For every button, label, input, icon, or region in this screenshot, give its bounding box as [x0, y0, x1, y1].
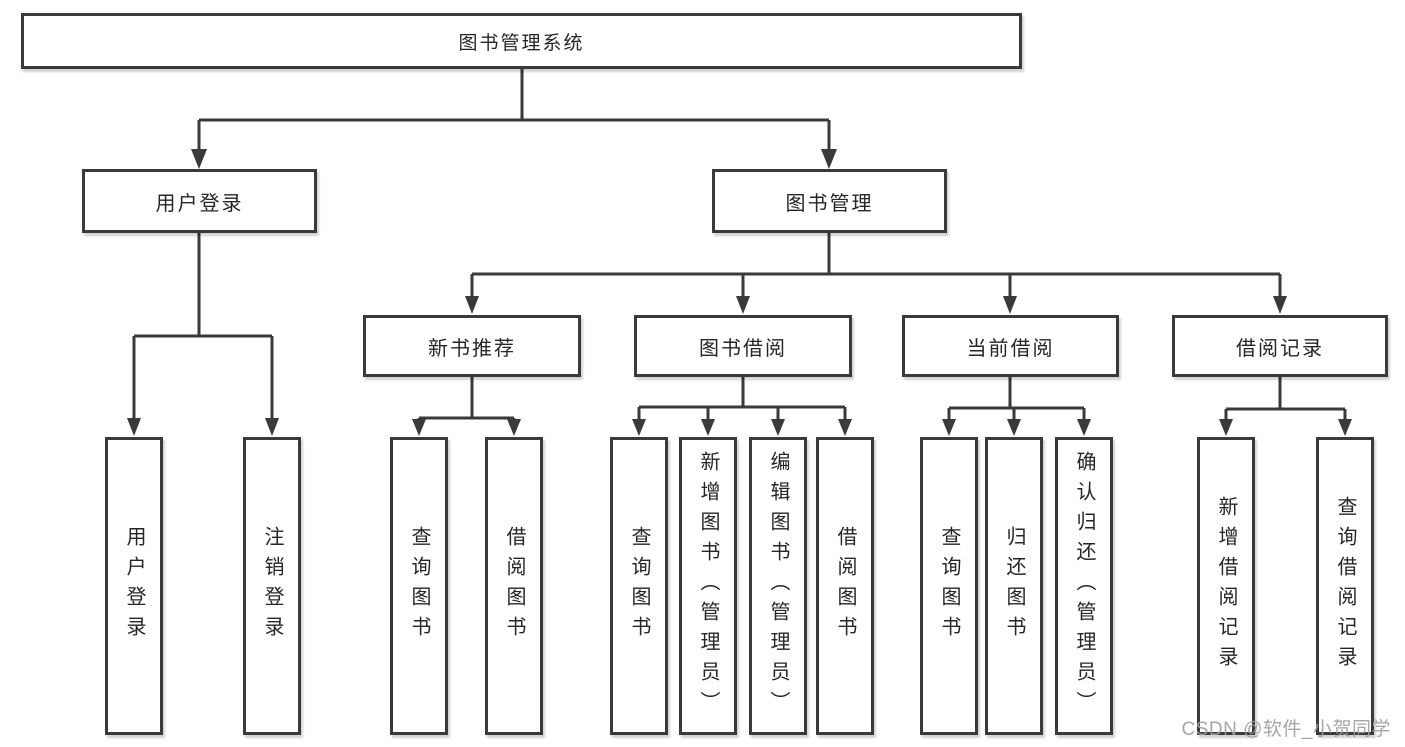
node-root: 图书管理系统	[21, 13, 1022, 69]
node-borrow-records: 借阅记录	[1172, 315, 1388, 377]
leaf-add-books-admin-label: 新增图书（管理员）	[697, 451, 719, 721]
leaf-query-borrow-record-label: 查询借阅记录	[1334, 496, 1356, 676]
leaf-user-login: 用户登录	[105, 437, 163, 735]
node-user-login: 用户登录	[82, 169, 317, 233]
leaf-confirm-return-admin-label: 确认归还（管理员）	[1073, 451, 1095, 721]
csdn-watermark: CSDN @软件_小贺同学	[1181, 719, 1391, 740]
node-new-book-recommend: 新书推荐	[363, 315, 581, 377]
connector-book-borrow	[637, 377, 847, 420]
leaf-return-books-label: 归还图书	[1003, 526, 1025, 646]
connector-root-stem	[197, 69, 831, 152]
node-new-book-recommend-label: 新书推荐	[428, 337, 516, 360]
leaf-query-borrow-record: 查询借阅记录	[1316, 437, 1374, 735]
node-current-borrow-label: 当前借阅	[966, 337, 1055, 360]
connector-user-login	[132, 233, 274, 420]
connector-book-mgmt	[470, 233, 1282, 298]
leaf-logout: 注销登录	[243, 437, 301, 735]
node-book-management: 图书管理	[712, 169, 947, 233]
leaf-borrow-books-label: 借阅图书	[834, 526, 856, 646]
leaf-add-books-admin: 新增图书（管理员）	[679, 437, 737, 735]
leaf-query-books-current: 查询图书	[920, 437, 978, 735]
node-borrow-records-label: 借阅记录	[1236, 337, 1324, 360]
connector-new-books	[417, 377, 516, 421]
node-root-label: 图书管理系统	[458, 32, 585, 54]
connector-current-borrow	[947, 377, 1086, 420]
leaf-query-books-current-label: 查询图书	[938, 526, 960, 646]
leaf-user-login-label: 用户登录	[123, 526, 145, 646]
leaf-query-books-recommend-label: 查询图书	[408, 526, 430, 646]
leaf-query-books-borrow: 查询图书	[610, 437, 668, 735]
leaf-edit-books-admin-label: 编辑图书（管理员）	[767, 451, 789, 721]
leaf-borrow-books: 借阅图书	[816, 437, 874, 735]
leaf-return-books: 归还图书	[985, 437, 1043, 735]
leaf-query-books-borrow-label: 查询图书	[628, 526, 650, 646]
leaf-borrow-books-recommend-label: 借阅图书	[503, 526, 525, 646]
node-book-management-label: 图书管理	[785, 192, 874, 215]
leaf-add-borrow-record: 新增借阅记录	[1197, 437, 1255, 735]
leaf-logout-label: 注销登录	[261, 526, 283, 646]
node-current-borrow: 当前借阅	[902, 315, 1119, 377]
node-book-borrow-label: 图书借阅	[699, 337, 787, 360]
leaf-add-borrow-record-label: 新增借阅记录	[1215, 496, 1237, 676]
node-book-borrow: 图书借阅	[634, 315, 852, 377]
connector-borrow-records	[1224, 377, 1347, 420]
leaf-borrow-books-recommend: 借阅图书	[485, 437, 543, 735]
leaf-edit-books-admin: 编辑图书（管理员）	[749, 437, 807, 735]
leaf-query-books-recommend: 查询图书	[390, 437, 448, 735]
arrowheads	[127, 149, 1352, 436]
node-user-login-label: 用户登录	[155, 192, 244, 215]
leaf-confirm-return-admin: 确认归还（管理员）	[1055, 437, 1113, 735]
